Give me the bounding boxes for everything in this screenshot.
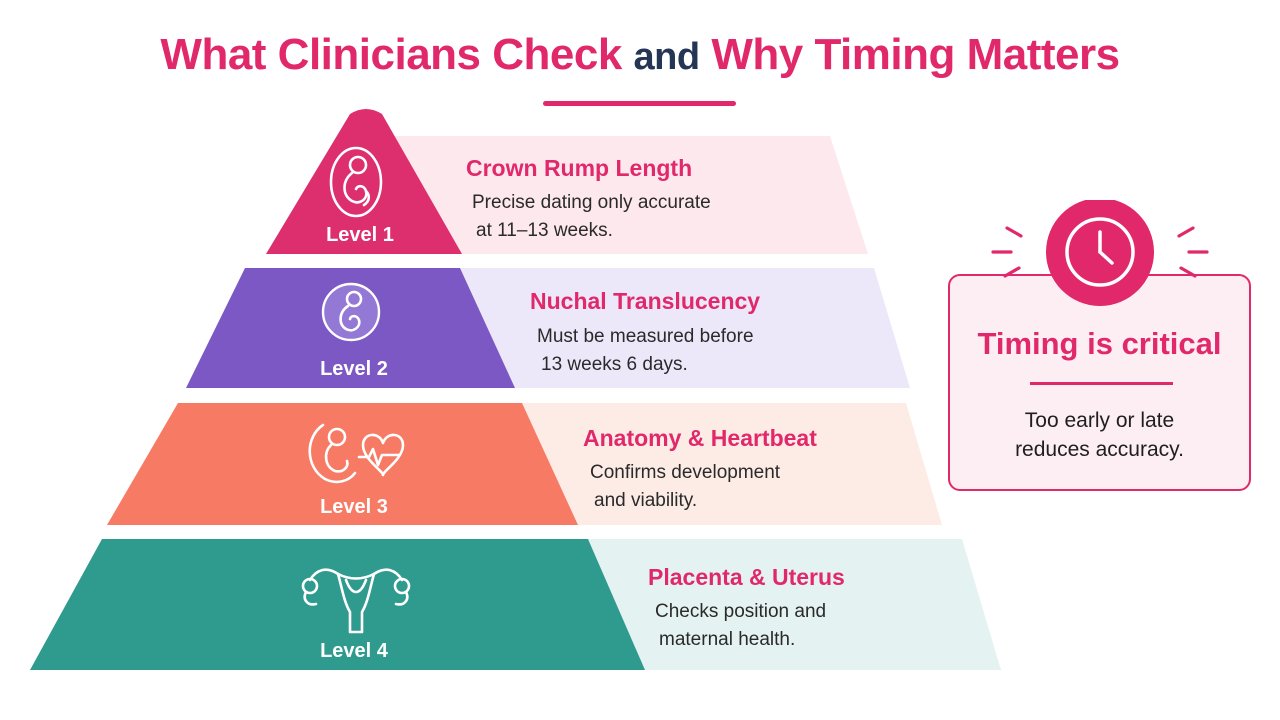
- level-1-label: Level 1: [326, 224, 394, 246]
- level-3-description-line: and viability.: [594, 490, 698, 511]
- title-connector: and: [633, 36, 701, 78]
- level-3-description-line: Confirms development: [590, 462, 781, 483]
- fetus-heartbeat-icon: [308, 423, 405, 484]
- fetus-icon: [329, 146, 383, 218]
- level-4-description: Checks position and maternal health.: [655, 598, 826, 654]
- timing-description-line: Too early or late: [1024, 409, 1175, 432]
- level-1-heading: Crown Rump Length: [466, 155, 693, 181]
- level-3-description: Confirms development and viability.: [590, 459, 780, 515]
- level-4-heading: Placenta & Uterus: [648, 564, 845, 590]
- level-2-band: [460, 268, 910, 388]
- level-4-trapezoid: [30, 539, 645, 670]
- title-part2: Why Timing Matters: [711, 30, 1120, 79]
- title-part1: What Clinicians Check: [160, 30, 622, 79]
- level-2-description-line: Must be measured before: [537, 326, 754, 347]
- page-title: What Clinicians Check and Why Timing Mat…: [0, 30, 1280, 80]
- fetus-circle-icon: [321, 282, 381, 342]
- level-1-description-line: at 11–13 weeks.: [476, 220, 613, 241]
- level-4-description-line: maternal health.: [659, 629, 796, 650]
- level-2-heading: Nuchal Translucency: [530, 288, 761, 314]
- level-1-description: Precise dating only accurate at 11–13 we…: [472, 189, 711, 245]
- level-3-heading: Anatomy & Heartbeat: [583, 425, 817, 451]
- title-underline: [543, 101, 736, 106]
- level-2-description: Must be measured before 13 weeks 6 days.: [537, 323, 754, 379]
- level-4-label: Level 4: [320, 640, 388, 662]
- timing-description: Too early or late reduces accuracy.: [950, 406, 1249, 464]
- level-1-description-line: Precise dating only accurate: [472, 192, 711, 213]
- level-2-description-line: 13 weeks 6 days.: [541, 354, 688, 375]
- level-2-label: Level 2: [320, 358, 388, 380]
- level-4-band: [588, 539, 1001, 670]
- uterus-icon: [301, 568, 411, 634]
- timing-title: Timing is critical: [977, 326, 1222, 361]
- clock-icon: [991, 200, 1209, 306]
- level-1-triangle: [266, 109, 462, 254]
- level-3-label: Level 3: [320, 496, 388, 518]
- timing-description-line: reduces accuracy.: [1015, 438, 1184, 461]
- timing-divider: [1030, 382, 1173, 385]
- level-1-band: [310, 136, 868, 254]
- level-3-band: [522, 403, 942, 525]
- timing-callout: Timing is critical Too early or late red…: [948, 274, 1251, 491]
- level-4-description-line: Checks position and: [655, 601, 827, 622]
- level-3-trapezoid: [107, 403, 578, 525]
